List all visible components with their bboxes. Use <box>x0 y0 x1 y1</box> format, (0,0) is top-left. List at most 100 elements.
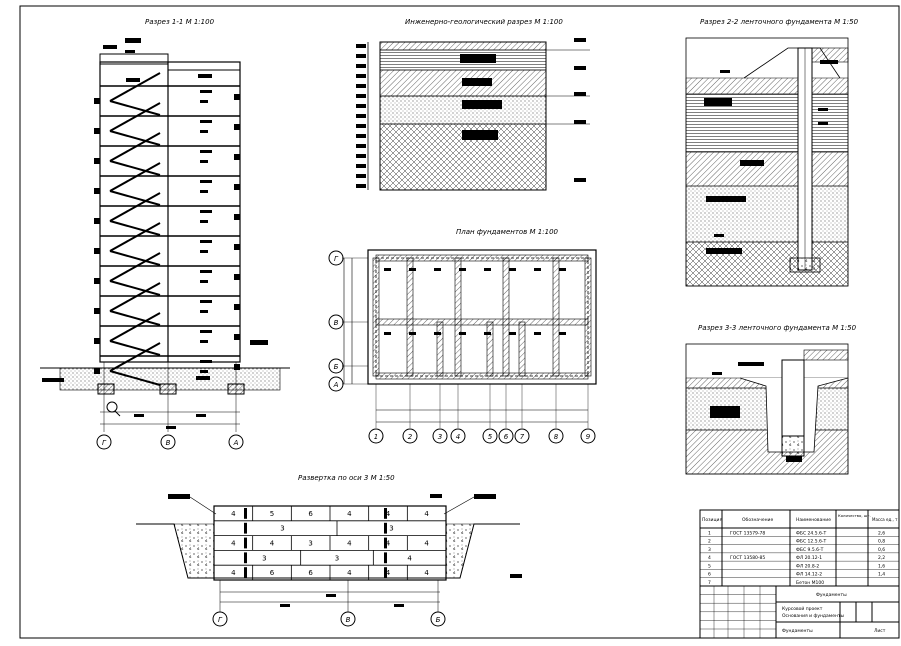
plan-mark <box>409 268 416 271</box>
plan-axis-label: В <box>334 319 339 327</box>
level-mark <box>200 100 208 103</box>
level-mark <box>200 120 212 123</box>
spec-header: Масса ед., т <box>872 517 898 522</box>
spec-header: Наименование <box>796 517 831 523</box>
section-2-2-title: Разрез 2-2 ленточного фундамента М 1:50 <box>700 18 859 26</box>
depth-tick <box>356 44 366 48</box>
depth-tick <box>356 164 366 168</box>
spec-cell: ФБС 24.5.6-Т <box>796 530 826 536</box>
plan-axis-label: Г <box>334 255 339 263</box>
spec-cell: 1,6 <box>878 563 885 569</box>
level-mark <box>200 330 212 333</box>
window-mark <box>94 158 100 164</box>
wall-callouts <box>168 494 522 578</box>
plan-mark <box>484 268 491 271</box>
plan-axis-label: 5 <box>488 433 493 441</box>
stamp-discipline: Основания и фундаменты <box>782 613 845 619</box>
window-mark <box>234 304 240 310</box>
window-mark <box>234 364 240 370</box>
magnifier-icon <box>106 401 118 413</box>
plan-axis-label: 7 <box>520 433 525 441</box>
axis-label: В <box>166 439 171 447</box>
window-mark <box>234 94 240 100</box>
stair-flight <box>109 342 161 372</box>
wall-block-label: 3 <box>262 554 266 562</box>
depth-tick <box>356 54 366 58</box>
window-mark <box>234 274 240 280</box>
sheet-frame <box>19 5 900 639</box>
plan-mark <box>384 268 391 271</box>
spec-cell: 0,8 <box>878 539 885 545</box>
axis-label: Б <box>436 616 441 624</box>
depth-tick <box>356 64 366 68</box>
plan-axis-label: 2 <box>408 433 413 441</box>
wall-block-label: 6 <box>308 510 313 518</box>
wall-block-label: 3 <box>280 525 284 533</box>
level-mark <box>198 74 212 78</box>
title-stamp: Фундаменты Курсовой проект Основания и ф… <box>699 585 900 639</box>
stamp-sheet-label: Лист <box>874 628 886 634</box>
depth-tick <box>356 104 366 108</box>
foundation-plan-title: План фундаментов М 1:100 <box>456 228 559 236</box>
window-mark <box>234 154 240 160</box>
level-mark <box>200 270 212 273</box>
window-mark <box>94 248 100 254</box>
plan-mark <box>459 332 466 335</box>
building-outline <box>99 61 241 363</box>
layer-labels <box>460 54 502 140</box>
spec-header: Обозначение <box>742 517 773 523</box>
plan-mark <box>559 332 566 335</box>
section-3-3-labels <box>710 362 802 462</box>
stair-flight <box>109 310 161 326</box>
window-mark <box>234 214 240 220</box>
spec-cell: 1 <box>708 530 711 536</box>
window-mark <box>234 244 240 250</box>
window-mark <box>94 128 100 134</box>
depth-tick <box>356 114 366 118</box>
stair-flight <box>109 340 161 356</box>
depth-tick <box>356 134 366 138</box>
plan-mark <box>459 268 466 271</box>
stair-flight <box>109 250 161 266</box>
section-2-2: Разрез 2-2 ленточного фундамента М 1:50 <box>685 18 859 287</box>
spec-cell: 7 <box>708 580 711 586</box>
wall-block-label: 4 <box>347 510 352 518</box>
spec-cell: 2,6 <box>878 530 885 536</box>
stair-shaft-roof <box>99 53 169 65</box>
wall-block-label: 4 <box>347 540 352 548</box>
plan-mark <box>384 332 391 335</box>
depth-scale <box>356 42 369 190</box>
level-mark <box>200 220 208 223</box>
section-2-2-labels <box>704 60 838 254</box>
axis-label: А <box>233 439 239 447</box>
section-1-1-tags <box>103 38 141 53</box>
geology-title: Инженерно-геологический разрез М 1:100 <box>405 18 563 26</box>
wall-block-label: 4 <box>424 569 429 577</box>
plan-axis-label: 6 <box>504 433 509 441</box>
wall-block-label: 4 <box>347 569 352 577</box>
window-mark <box>234 124 240 130</box>
spec-cell: 4 <box>708 555 711 561</box>
plan-mark <box>484 332 491 335</box>
level-mark <box>200 310 208 313</box>
staircase <box>109 72 161 386</box>
spec-cell: 5 <box>708 563 711 569</box>
wall-block-label: 4 <box>386 540 391 548</box>
plan-mark <box>434 332 441 335</box>
stamp-sheet-name: Фундаменты <box>782 628 813 634</box>
wall-layout-title: Развертка по оси 3 М 1:50 <box>298 474 395 482</box>
window-mark <box>94 98 100 104</box>
stair-flight <box>109 130 161 146</box>
axis-label: В <box>346 616 351 624</box>
stair-flight <box>109 100 161 116</box>
plan-mark <box>434 268 441 271</box>
plan-mark <box>509 332 516 335</box>
spec-cell: 6 <box>708 572 711 578</box>
window-mark <box>234 184 240 190</box>
depth-tick <box>356 184 366 188</box>
depth-tick <box>356 124 366 128</box>
spec-cell: ГОСТ 13579-78 <box>730 530 765 536</box>
